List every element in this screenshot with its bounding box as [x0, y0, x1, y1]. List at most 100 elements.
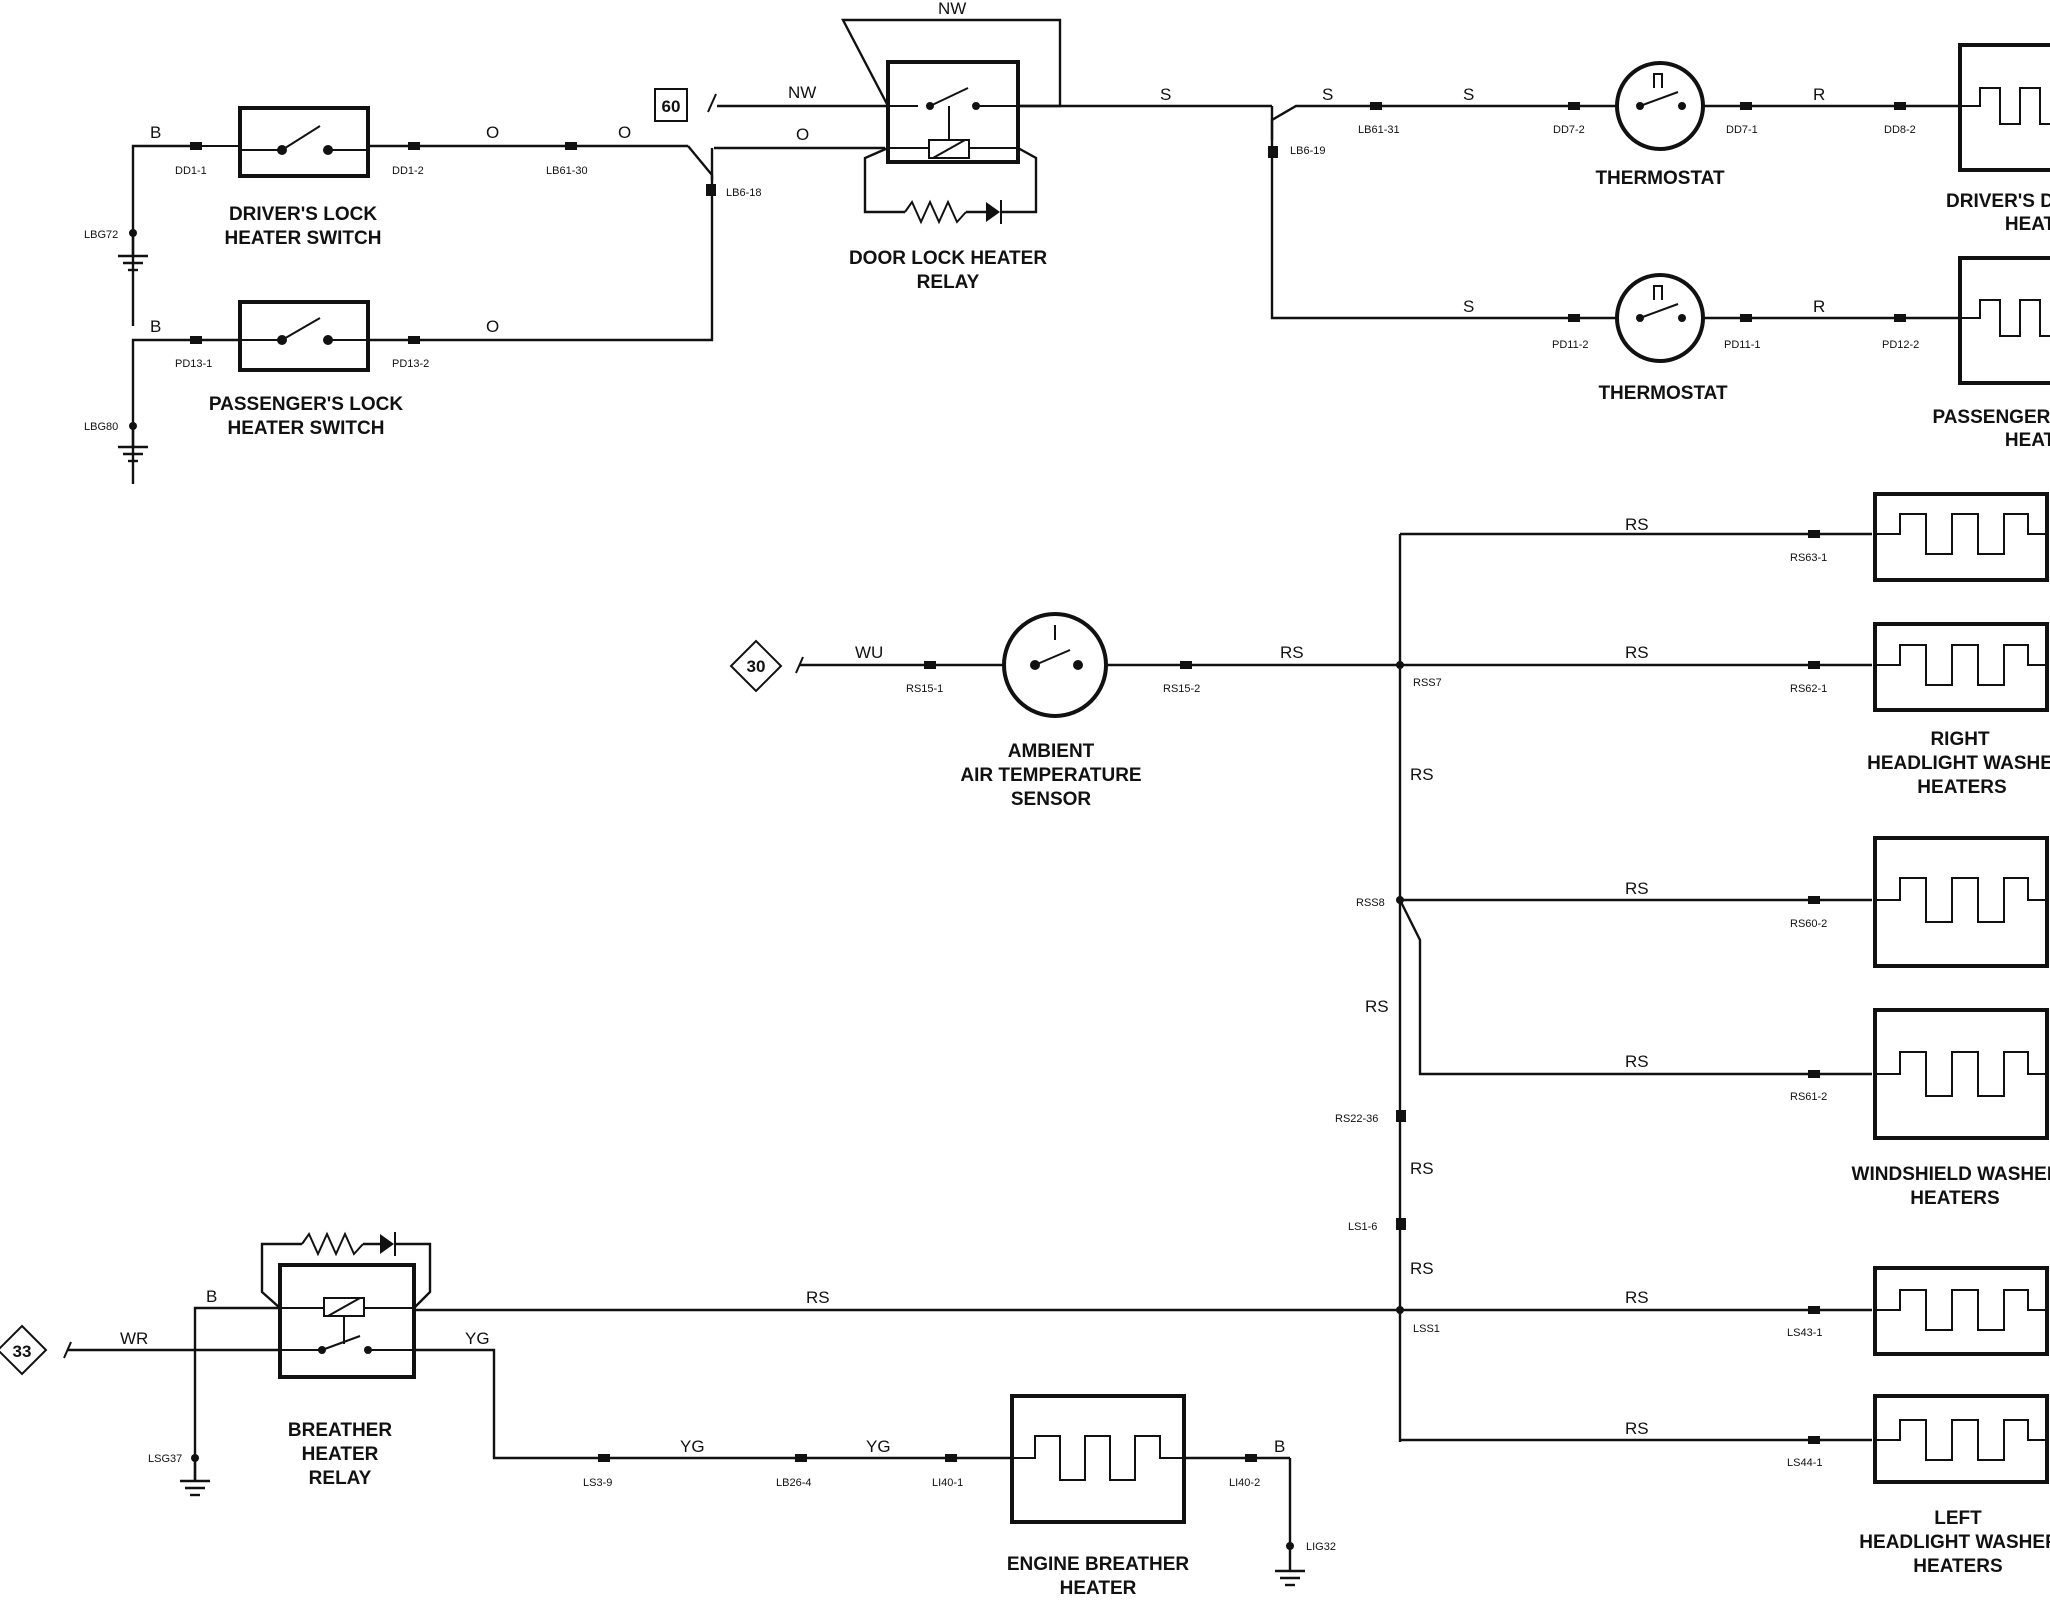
wire-label: S — [1463, 297, 1474, 316]
heater-rs60 — [1873, 836, 2049, 968]
drivers-lock-switch-title-1: DRIVER'S LOCK — [229, 204, 377, 225]
thermostat-2-title: THERMOSTAT — [1598, 383, 1728, 404]
wire-label: YG — [866, 1437, 891, 1456]
heater-rs63 — [1873, 492, 2049, 582]
left-washer-title-3: HEATERS — [1913, 1556, 2002, 1577]
left-washer-title-1: LEFT — [1934, 1508, 1982, 1529]
connector-label: RS61-2 — [1790, 1091, 1827, 1103]
passengers-lock-switch-title-2: HEATER SWITCH — [228, 418, 385, 439]
wire-label: RS — [1365, 997, 1389, 1016]
connector-label: LS1-6 — [1348, 1221, 1377, 1233]
wire-label: S — [1322, 85, 1333, 104]
breather-relay-title-3: RELAY — [309, 1468, 372, 1489]
thermostat-1 — [1615, 61, 1705, 151]
wire-label: O — [796, 125, 809, 144]
drivers-door-heater-title-2: HEAT — [2005, 214, 2050, 235]
wire-label: B — [150, 123, 161, 142]
ambient-sensor-title-1: AMBIENT — [1008, 741, 1095, 762]
heater-rs62 — [1873, 622, 2049, 712]
connector-label: LSG37 — [148, 1453, 182, 1465]
drivers-door-heater — [1958, 43, 2050, 172]
wire-label: RS — [1625, 1419, 1649, 1438]
heater-ls44 — [1873, 1394, 2049, 1484]
door-lock-relay-title-1: DOOR LOCK HEATER — [849, 248, 1047, 269]
connector-label: LS3-9 — [583, 1477, 612, 1489]
breather-relay-title-2: HEATER — [302, 1444, 379, 1465]
drivers-door-heater-title-1: DRIVER'S D — [1946, 191, 2050, 212]
wire-label: O — [486, 317, 499, 336]
connector-label: RS60-2 — [1790, 918, 1827, 930]
wire-label: RS — [806, 1288, 830, 1307]
connector-label: LS44-1 — [1787, 1457, 1822, 1469]
connector-label: LB6-18 — [726, 187, 761, 199]
ambient-sensor-title-2: AIR TEMPERATURE — [960, 765, 1141, 786]
connector-label: LB6-19 — [1290, 145, 1325, 157]
wire-label: S — [1463, 85, 1474, 104]
wire-labels: B O O O B O NW NW S S S R S R WU RS RS R… — [120, 0, 1825, 1456]
wire-label: R — [1813, 85, 1825, 104]
breather-relay-title-1: BREATHER — [288, 1420, 392, 1441]
connector-label: RS15-1 — [906, 683, 943, 695]
heater-rs61 — [1873, 1008, 2049, 1140]
connector-label: LB26-4 — [776, 1477, 811, 1489]
wire-label: RS — [1410, 1259, 1434, 1278]
connector-label: RS62-1 — [1790, 683, 1827, 695]
wire-label: NW — [788, 83, 816, 102]
ref-30: 30 — [729, 639, 1003, 693]
connector-label: RS63-1 — [1790, 552, 1827, 564]
right-washer-title-2: HEADLIGHT WASHE — [1867, 753, 2050, 774]
ground-lsg37 — [180, 1454, 210, 1497]
connector-labels: DD1-1 DD1-2 LB61-30 LB6-18 LBG72 PD13-1 … — [84, 124, 1919, 1553]
wire-label: O — [486, 123, 499, 142]
connector-label: RS22-36 — [1335, 1113, 1378, 1125]
wire-label: RS — [1625, 1052, 1649, 1071]
connector-label: LB61-31 — [1358, 124, 1400, 136]
wire-label: B — [1274, 1437, 1285, 1456]
wire-label: WU — [855, 643, 883, 662]
connector-label: PD11-2 — [1552, 339, 1588, 351]
connector-label: DD8-2 — [1884, 124, 1916, 136]
wire-label: RS — [1625, 643, 1649, 662]
right-washer-title-1: RIGHT — [1930, 729, 1990, 750]
passengers-door-heater-title-1: PASSENGER'S — [1932, 407, 2050, 428]
thermostat-2 — [1615, 273, 1705, 363]
connector-symbols — [190, 102, 1906, 1462]
connector-label: RSS7 — [1413, 677, 1442, 689]
connector-label: RSS8 — [1356, 897, 1385, 909]
connector-label: PD12-2 — [1882, 339, 1919, 351]
ref-33: 33 — [0, 1324, 280, 1376]
left-washer-title-2: HEADLIGHT WASHEF — [1859, 1532, 2050, 1553]
engine-breather-title-2: HEATER — [1060, 1578, 1137, 1599]
wire-label: YG — [465, 1329, 490, 1348]
ref-60: 60 — [654, 88, 888, 122]
wire-label: YG — [680, 1437, 705, 1456]
washer-bus — [1396, 532, 1872, 1442]
connector-label: LB61-30 — [546, 165, 588, 177]
component-titles: DRIVER'S LOCK HEATER SWITCH PASSENGER'S … — [209, 168, 2050, 1599]
connector-label: PD11-1 — [1724, 339, 1760, 351]
svg-text:30: 30 — [747, 657, 766, 676]
svg-text:60: 60 — [662, 97, 681, 116]
connector-label: LS43-1 — [1787, 1327, 1822, 1339]
svg-text:33: 33 — [13, 1342, 32, 1361]
wire-label: O — [618, 123, 631, 142]
wire-label: RS — [1625, 515, 1649, 534]
wire-label: B — [150, 317, 161, 336]
wire-label: RS — [1280, 643, 1304, 662]
drivers-lock-switch-title-2: HEATER SWITCH — [225, 228, 382, 249]
wire-label: WR — [120, 1329, 148, 1348]
connector-label: LSS1 — [1413, 1323, 1440, 1335]
connector-label: LBG72 — [84, 229, 118, 241]
connector-label: PD13-1 — [175, 358, 212, 370]
wire-label: RS — [1625, 879, 1649, 898]
wire-label: R — [1813, 297, 1825, 316]
ground-lbg80 — [118, 422, 148, 463]
door-lock-heater-relay — [841, 18, 1272, 225]
ambient-sensor-title-3: SENSOR — [1011, 789, 1092, 810]
thermostat-branches — [1270, 104, 1958, 320]
connector-label: RS15-2 — [1163, 683, 1200, 695]
connector-label: DD1-1 — [175, 165, 207, 177]
wire-label: RS — [1625, 1288, 1649, 1307]
